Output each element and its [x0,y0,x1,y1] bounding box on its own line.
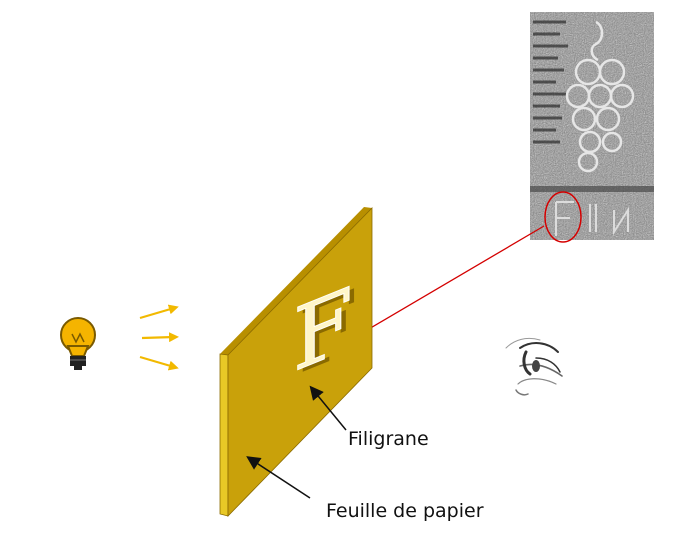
light-rays [139,304,179,371]
highlight-ellipse [544,191,582,243]
pointer-line [335,225,545,349]
arrow-feuille [246,456,311,499]
label-paper-sheet: Feuille de papier [326,500,484,522]
eye-icon [505,337,563,396]
svg-text:F: F [298,271,358,395]
watermark-photo [530,12,654,243]
photo-letters [555,201,629,236]
paper-sheet: F F [219,207,373,517]
svg-text:F: F [293,269,353,393]
label-filigrane: Filigrane [348,428,429,450]
photo-text-lines [533,20,568,144]
grape-watermark [565,20,635,173]
light-bulb-icon [60,317,96,370]
watermark-letter: F F [292,268,358,395]
arrow-filigrane [309,385,347,431]
